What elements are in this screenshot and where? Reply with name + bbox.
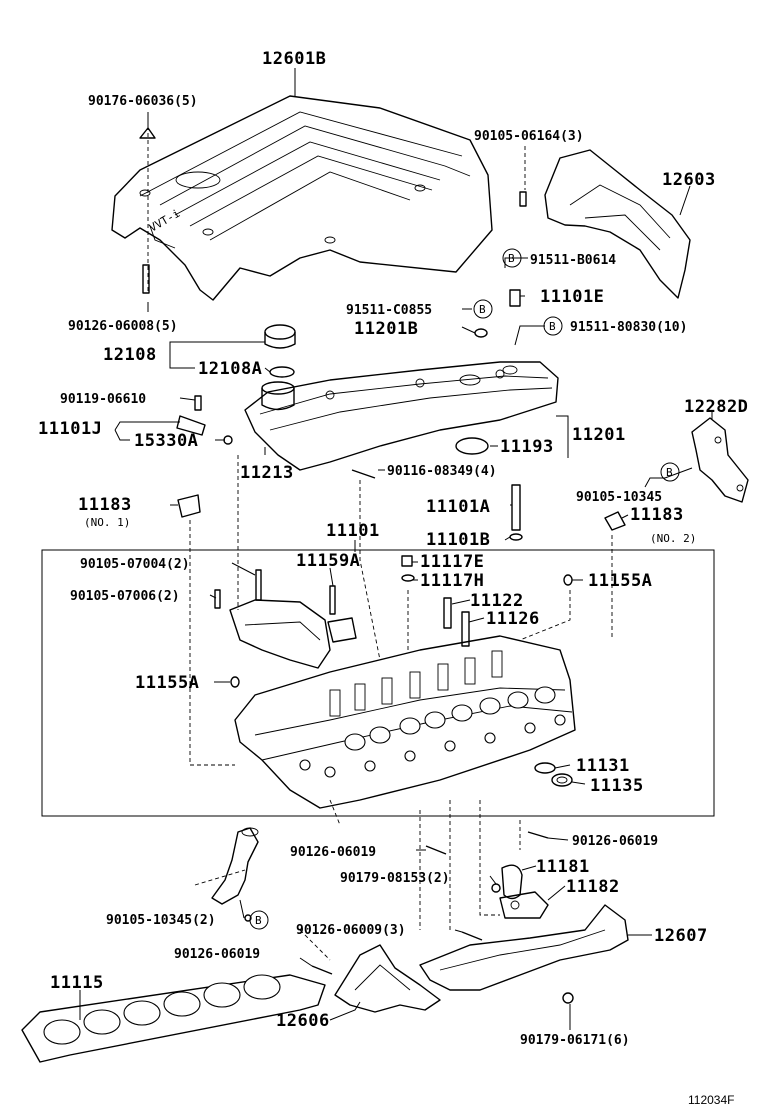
label-90119-06610[interactable]: 90119-06610 — [60, 392, 146, 407]
label-90126-06009[interactable]: 90126-06009(3) — [296, 923, 406, 938]
label-11193[interactable]: 11193 — [500, 437, 554, 457]
label-11101E[interactable]: 11101E — [540, 287, 604, 307]
label-90105-07004[interactable]: 90105-07004(2) — [80, 557, 190, 572]
outlet-drawing — [499, 864, 549, 919]
label-no2: (NO. 2) — [650, 532, 696, 545]
label-11183-no2[interactable]: 11183 — [630, 505, 684, 525]
label-11115[interactable]: 11115 — [50, 973, 104, 993]
label-11155A-right[interactable]: 11155A — [588, 571, 652, 591]
label-90179-06171[interactable]: 90179-06171(6) — [520, 1033, 630, 1048]
label-90105-10345-top[interactable]: 90105-10345 — [576, 490, 662, 505]
b-markers — [249, 248, 680, 930]
label-90176-06036[interactable]: 90176-06036(5) — [88, 94, 198, 109]
label-11201B[interactable]: 11201B — [354, 319, 418, 339]
cam-housing-drawing — [229, 599, 357, 669]
heat-shield-12603-drawing — [544, 149, 691, 299]
label-11213[interactable]: 11213 — [240, 463, 294, 483]
insulator-12607-drawing — [419, 904, 629, 991]
label-12607[interactable]: 12607 — [654, 926, 708, 946]
label-12603[interactable]: 12603 — [662, 170, 716, 190]
label-91511-B0614[interactable]: 91511-B0614 — [530, 253, 616, 268]
head-gasket-drawing — [21, 974, 326, 1063]
label-11182[interactable]: 11182 — [566, 877, 620, 897]
marker-b-4: B — [666, 466, 673, 479]
label-90126-06008[interactable]: 90126-06008(5) — [68, 319, 178, 334]
label-11181[interactable]: 11181 — [536, 857, 590, 877]
bracket-12282D-drawing — [691, 417, 749, 503]
label-12108[interactable]: 12108 — [103, 345, 157, 365]
seals-drawing — [534, 762, 573, 787]
label-11101[interactable]: 11101 — [326, 521, 380, 541]
label-12108A[interactable]: 12108A — [198, 359, 262, 379]
label-91511-C0855[interactable]: 91511-C0855 — [346, 303, 432, 318]
cylinder-head-drawing — [234, 635, 576, 809]
bracket-lower-drawing — [211, 827, 259, 905]
label-15330A[interactable]: 15330A — [134, 431, 198, 451]
marker-b-3: B — [549, 320, 556, 333]
engine-cover-drawing: VVT-i — [111, 95, 493, 301]
label-90105-07006[interactable]: 90105-07006(2) — [70, 589, 180, 604]
label-12606[interactable]: 12606 — [276, 1011, 330, 1031]
figure-number: 112034F — [688, 1093, 734, 1107]
label-11131[interactable]: 11131 — [576, 756, 630, 776]
label-11183-no1[interactable]: 11183 — [78, 495, 132, 515]
label-11155A-left[interactable]: 11155A — [135, 673, 199, 693]
label-90105-06164[interactable]: 90105-06164(3) — [474, 129, 584, 144]
label-no1: (NO. 1) — [84, 516, 130, 529]
label-11101A[interactable]: 11101A — [426, 497, 490, 517]
label-11135[interactable]: 11135 — [590, 776, 644, 796]
label-11117H[interactable]: 11117H — [420, 571, 484, 591]
label-90179-08153[interactable]: 90179-08153(2) — [340, 871, 450, 886]
insulator-12606-drawing — [334, 944, 441, 1013]
label-11201[interactable]: 11201 — [572, 425, 626, 445]
label-11159A[interactable]: 11159A — [296, 551, 360, 571]
svg-text:VVT-i: VVT-i — [147, 207, 182, 235]
cylinder-head-cover-drawing — [244, 361, 559, 471]
label-90126-06019-mid[interactable]: 90126-06019 — [290, 845, 376, 860]
oil-cap-drawing — [264, 324, 296, 378]
label-11126[interactable]: 11126 — [486, 609, 540, 629]
label-12282D[interactable]: 12282D — [684, 397, 748, 417]
small-parts-drawing — [139, 127, 626, 1004]
marker-b-1: B — [508, 252, 515, 265]
cylinder-head-group-frame — [41, 549, 715, 817]
label-11101J[interactable]: 11101J — [38, 419, 102, 439]
label-90116-08349[interactable]: 90116-08349(4) — [387, 464, 497, 479]
label-11117E[interactable]: 11117E — [420, 552, 484, 572]
marker-b-5: B — [255, 914, 262, 927]
label-11101B[interactable]: 11101B — [426, 530, 490, 550]
marker-b-2: B — [479, 303, 486, 316]
label-12601B[interactable]: 12601B — [262, 49, 326, 69]
label-11122[interactable]: 11122 — [470, 591, 524, 611]
label-91511-80830[interactable]: 91511-80830(10) — [570, 320, 687, 335]
label-90105-10345-bottom[interactable]: 90105-10345(2) — [106, 913, 216, 928]
leader-lines — [79, 68, 713, 1030]
label-90126-06019-low[interactable]: 90126-06019 — [174, 947, 260, 962]
label-90126-06019-right[interactable]: 90126-06019 — [572, 834, 658, 849]
